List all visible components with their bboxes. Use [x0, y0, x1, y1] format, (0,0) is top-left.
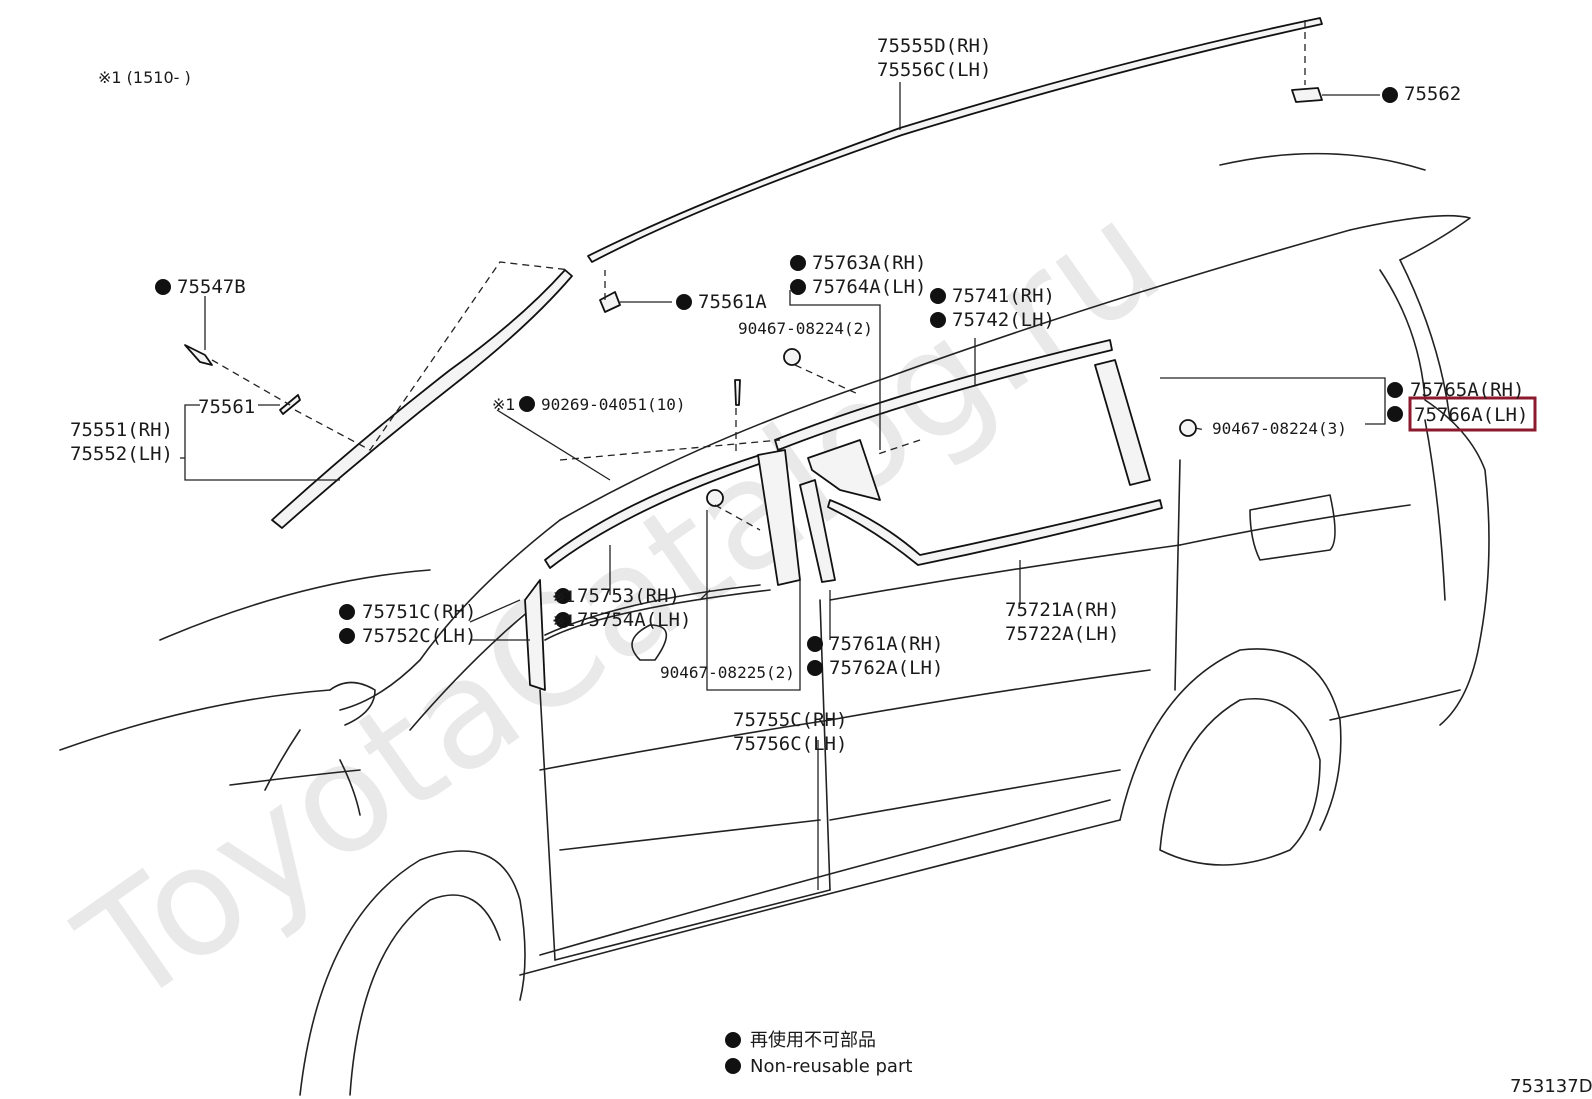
front-pillar-garnish	[524, 579, 546, 691]
leader-lines	[180, 20, 1386, 890]
label-75751c[interactable]: 75751C(RH)	[362, 601, 476, 623]
label-75756c[interactable]: 75756C(LH)	[733, 733, 847, 755]
label-90467-08225[interactable]: 90467-08225(2)	[660, 663, 795, 682]
label-75561[interactable]: 75561	[198, 396, 255, 418]
label-75556c[interactable]: 75556C(LH)	[877, 59, 991, 81]
note-text: ※1 (1510- )	[98, 68, 191, 87]
label-90467-08224-3[interactable]: 90467-08224(3)	[1212, 419, 1347, 438]
label-75755c[interactable]: 75755C(RH)	[733, 709, 847, 731]
label-75551[interactable]: 75551(RH)	[70, 419, 173, 441]
label-90467-08224-2[interactable]: 90467-08224(2)	[738, 319, 873, 338]
clip-75561a	[599, 291, 621, 313]
legend-en-text: Non-reusable part	[750, 1056, 912, 1077]
quarter-triangle-garnish	[807, 439, 881, 501]
slide-door-upper-molding	[774, 339, 1113, 451]
windshield-molding	[271, 269, 573, 529]
screw-90269	[734, 379, 741, 406]
label-75752c[interactable]: 75752C(LH)	[362, 625, 476, 647]
label-90269-04051[interactable]: 90269-04051(10)	[541, 395, 686, 414]
clip-90467-c	[706, 489, 724, 507]
label-75762a[interactable]: 75762A(LH)	[829, 657, 943, 679]
label-75562[interactable]: 75562	[1404, 83, 1461, 105]
legend: 再使用不可部品 Non-reusable part	[750, 1030, 912, 1077]
label-75765a[interactable]: 75765A(RH)	[1410, 379, 1524, 401]
label-75753[interactable]: 75753(RH)	[577, 585, 680, 607]
label-75561a[interactable]: 75561A	[698, 291, 767, 313]
legend-jp-text: 再使用不可部品	[750, 1030, 876, 1051]
roof-drip-molding	[587, 17, 1323, 263]
label-75547b[interactable]: 75547B	[177, 276, 246, 298]
molding-parts	[184, 17, 1323, 691]
label-75763a[interactable]: 75763A(RH)	[812, 252, 926, 274]
clip-90467-a	[783, 348, 801, 366]
label-star-b: ※1	[552, 611, 576, 630]
slide-door-belt-molding	[827, 499, 1163, 566]
label-75766a[interactable]: 75766A(LH)	[1414, 404, 1528, 426]
label-75754a[interactable]: 75754A(LH)	[577, 609, 691, 631]
highlight-box	[1408, 396, 1537, 432]
figure-id: 753137D	[1510, 1076, 1592, 1097]
label-75761a[interactable]: 75761A(RH)	[829, 633, 943, 655]
vehicle-outline	[59, 152, 1490, 1096]
label-75552[interactable]: 75552(LH)	[70, 443, 173, 465]
callout-labels: ※1 (1510- ) 75555D(RH) 75556C(LH) 75562 …	[70, 35, 1528, 755]
label-75555d[interactable]: 75555D(RH)	[877, 35, 991, 57]
clip-75562	[1291, 87, 1323, 103]
c-pillar-garnish	[1094, 359, 1151, 486]
label-star-a: ※1	[552, 587, 576, 606]
label-75742[interactable]: 75742(LH)	[952, 309, 1055, 331]
label-75741[interactable]: 75741(RH)	[952, 285, 1055, 307]
clip-90467-b	[1179, 419, 1197, 437]
retainer-75547b	[184, 344, 213, 366]
label-screw-prefix: ※1	[492, 395, 516, 414]
b-pillar-garnish-rear	[799, 479, 836, 583]
label-75764a[interactable]: 75764A(LH)	[812, 276, 926, 298]
label-75722a[interactable]: 75722A(LH)	[1005, 623, 1119, 645]
non-reusable-dots	[155, 87, 1403, 1074]
label-75721a[interactable]: 75721A(RH)	[1005, 599, 1119, 621]
